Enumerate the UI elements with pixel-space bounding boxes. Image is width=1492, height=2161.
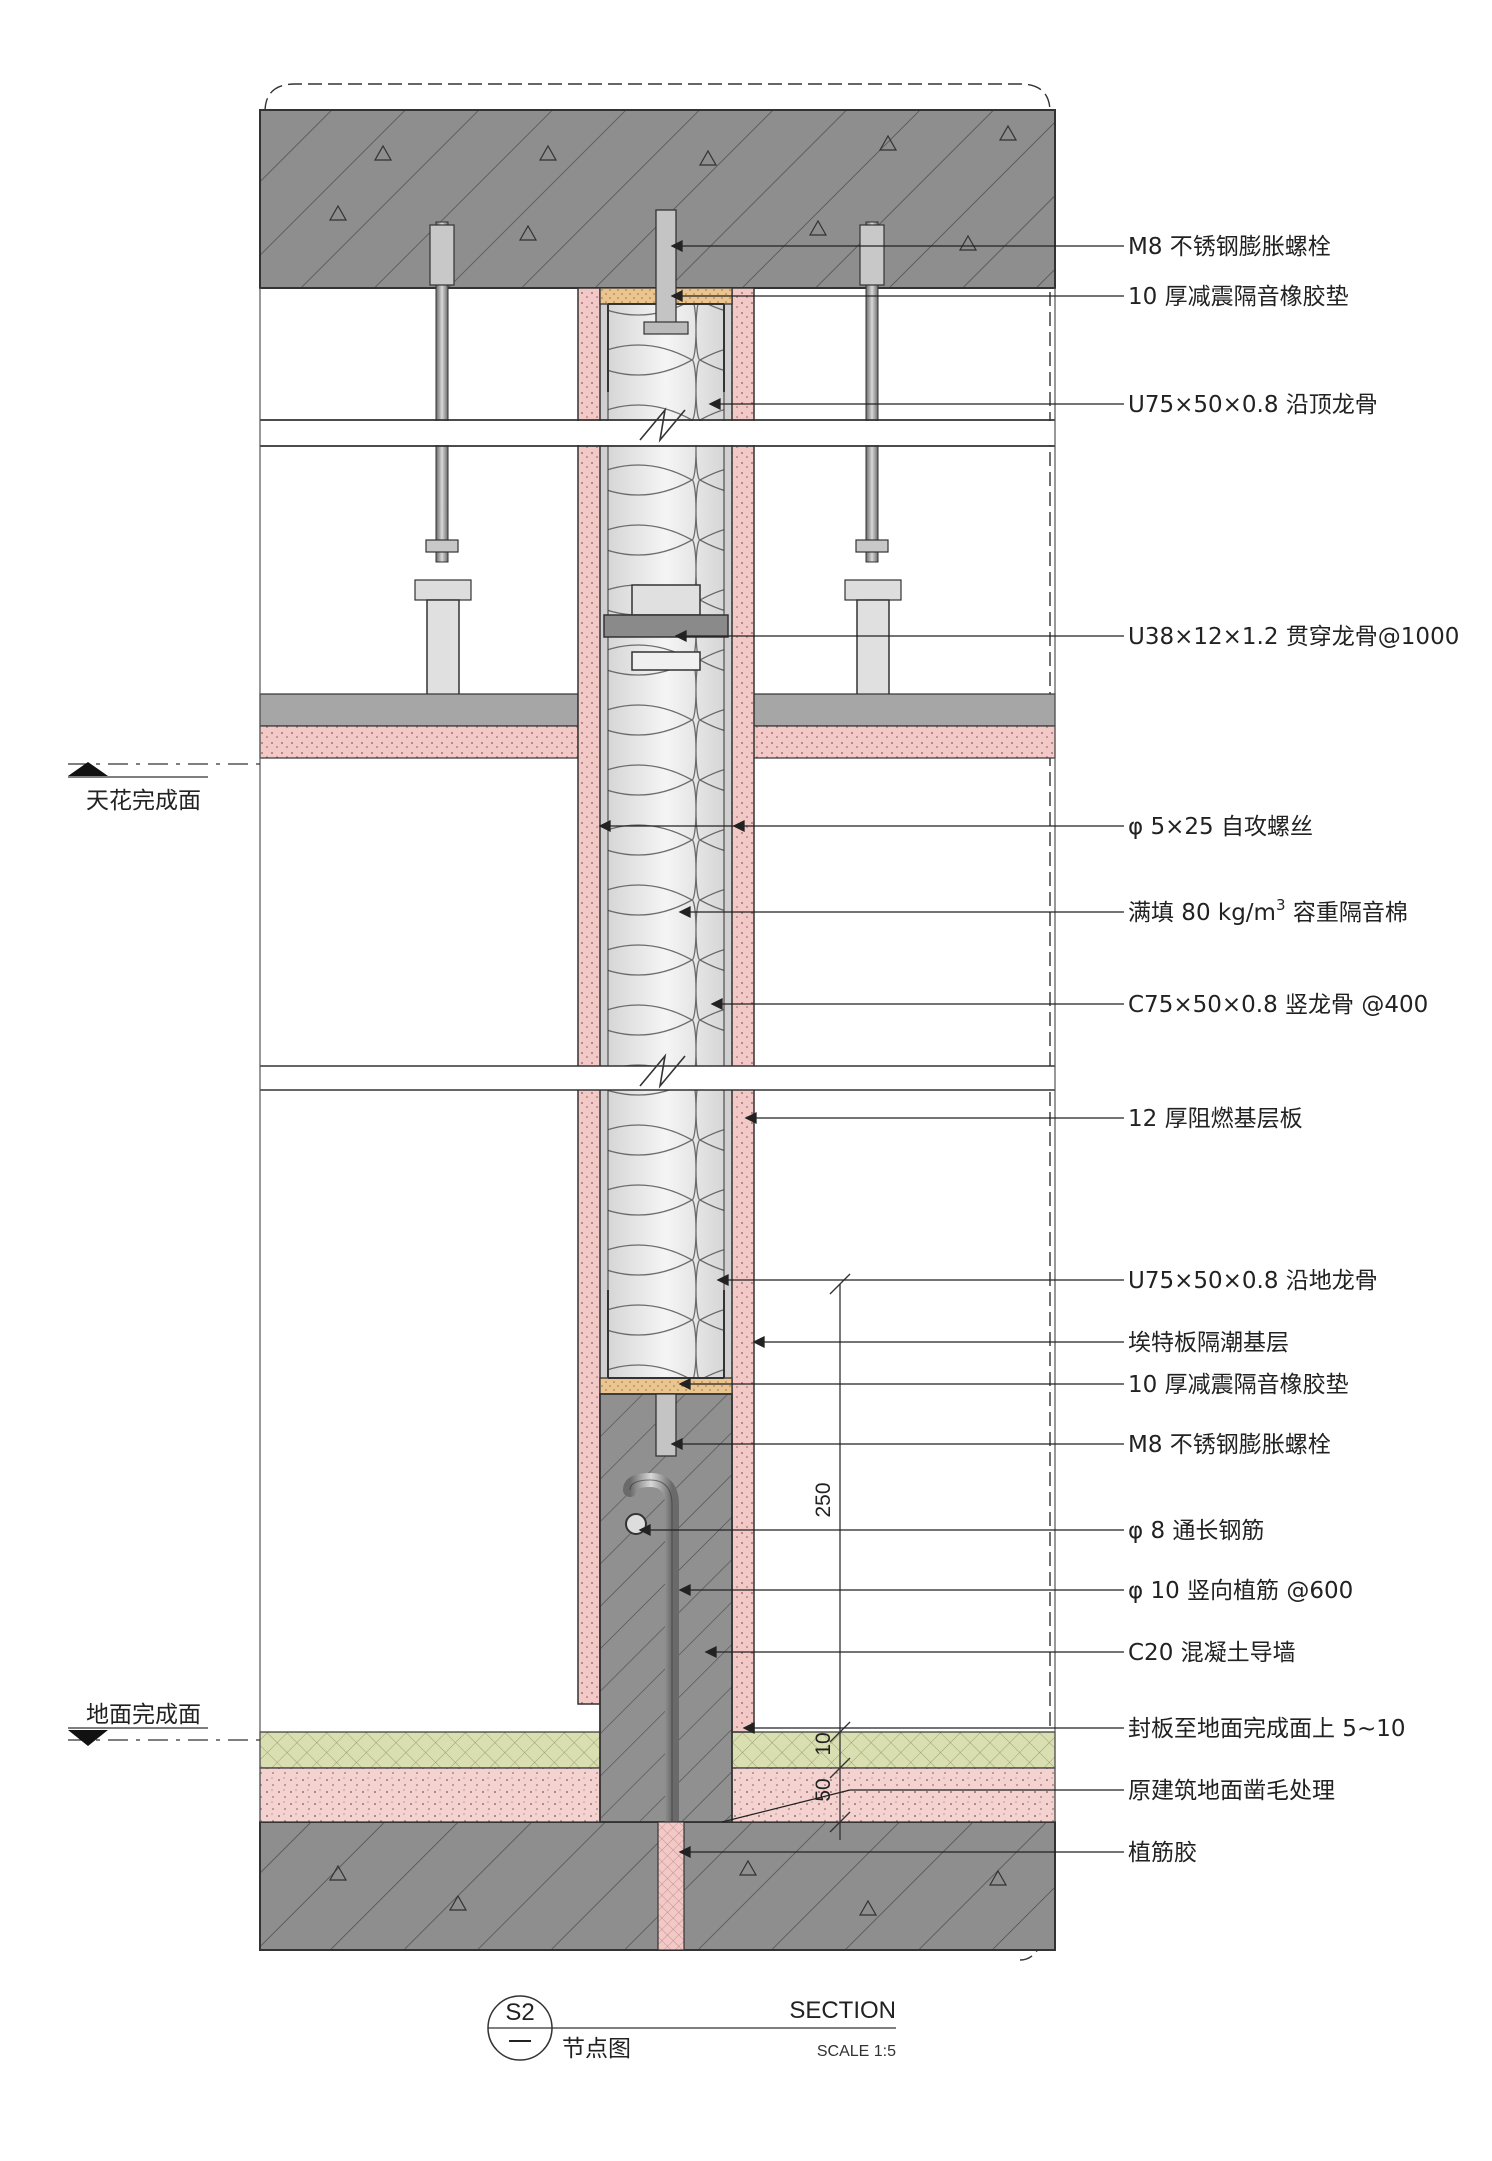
label-anchor-bolt-top: M8 不锈钢膨胀螺栓 [1128, 234, 1331, 260]
floor-finish-tile [259, 1731, 601, 1769]
floor-level-marker [68, 1727, 260, 1746]
title-sub: 一 [508, 2029, 532, 2056]
title-section: SECTION [789, 1997, 896, 2024]
ceiling-board [751, 725, 1056, 759]
label-top-track: U75×50×0.8 沿顶龙骨 [1128, 392, 1378, 418]
dim-10: 10 [812, 1732, 835, 1755]
label-through-channel: U38×12×1.2 贯穿龙骨@1000 [1128, 624, 1459, 650]
label-board-gap: 封板至地面完成面上 5~10 [1128, 1716, 1405, 1742]
label-stud: C75×50×0.8 竖龙骨 @400 [1128, 992, 1428, 1018]
break-line-bottom [260, 1053, 1055, 1091]
wall-board-left [577, 287, 601, 1705]
rebar-outline [629, 1479, 673, 1822]
ceiling-level-marker [68, 762, 260, 778]
label-base-board: 12 厚阻燃基层板 [1128, 1106, 1303, 1132]
break-line-top [260, 407, 1055, 447]
label-rubber-pad-bottom: 10 厚减震隔音橡胶垫 [1128, 1372, 1349, 1398]
rubber-pad-bottom [599, 1377, 733, 1395]
dimension-line [829, 1273, 851, 1840]
ceiling-keel [751, 693, 1056, 727]
floor-finish-tile [727, 1731, 1056, 1769]
wall-insulation-waves [608, 300, 724, 1378]
through-channel-bottom [631, 651, 701, 671]
wall-board-right [731, 287, 755, 1733]
ceiling-board [259, 725, 579, 759]
leader-lines [598, 239, 1124, 1859]
bottom-track [607, 1290, 725, 1379]
hanger-left [414, 221, 472, 696]
label-floor-roughening: 原建筑地面凿毛处理 [1128, 1778, 1335, 1804]
label-longitudinal-rebar: φ 8 通长钢筋 [1128, 1518, 1264, 1544]
title-scale: SCALE 1:5 [817, 2043, 896, 2060]
label-anchor-glue: 植筋胶 [1128, 1840, 1197, 1866]
label-guide-wall: C20 混凝土导墙 [1128, 1640, 1296, 1666]
label-self-tapping-screw: φ 5×25 自攻螺丝 [1128, 814, 1313, 840]
label-moisture-layer: 埃特板隔潮基层 [1128, 1330, 1289, 1356]
label-rubber-pad-top: 10 厚减震隔音橡胶垫 [1128, 284, 1349, 310]
anchor-glue [657, 1821, 685, 1951]
label-anchor-bolt-bottom: M8 不锈钢膨胀螺栓 [1128, 1432, 1331, 1458]
title-block [487, 1995, 896, 2061]
label-bottom-track: U75×50×0.8 沿地龙骨 [1128, 1268, 1378, 1294]
label-vertical-rebar: φ 10 竖向植筋 @600 [1128, 1578, 1353, 1604]
wall-stud-right-flange [723, 291, 733, 1383]
floor-screed [259, 1767, 601, 1823]
outline-dashed-top [264, 83, 1051, 113]
floor-level-label: 地面完成面 [86, 1702, 201, 1728]
floor-screed [727, 1767, 1056, 1823]
through-channel-clip [603, 614, 729, 638]
bottom-anchor-bolt [655, 1393, 677, 1457]
top-anchor-bolt [655, 209, 677, 329]
ceiling-level-label: 天花完成面 [86, 788, 201, 814]
label-insulation: 满填 80 kg/m3 容重隔音棉 [1128, 896, 1408, 926]
wall-stud-left-flange [599, 291, 609, 1383]
top-anchor-nut [643, 321, 689, 335]
slab-aggregate-marks [328, 124, 1018, 251]
through-channel [631, 584, 701, 616]
floor-aggregate-marks [328, 1859, 1008, 1916]
title-name: 节点图 [562, 2036, 631, 2062]
ceiling-keel [259, 693, 579, 727]
title-code: S2 [505, 1999, 534, 2026]
dim-250: 250 [812, 1482, 835, 1517]
hanger-right [844, 221, 902, 696]
